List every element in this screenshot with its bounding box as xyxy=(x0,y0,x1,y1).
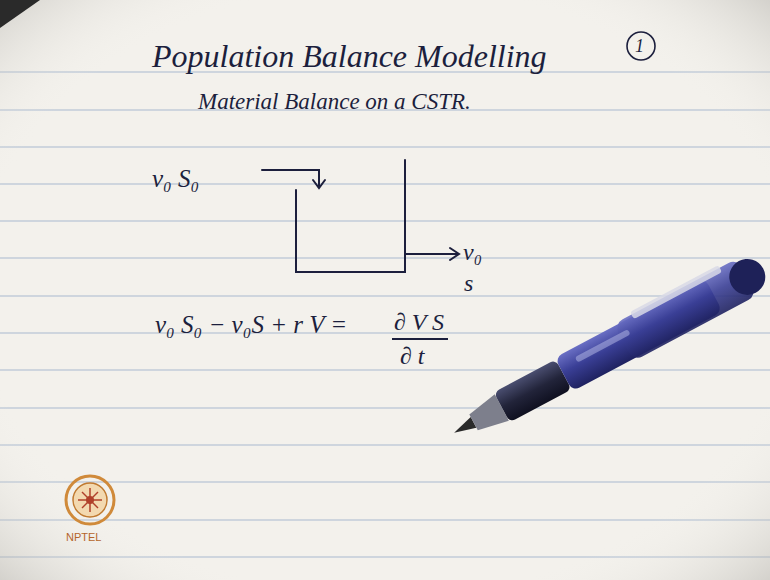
outlet-concentration-label: s xyxy=(464,271,473,295)
fraction-bar xyxy=(392,338,448,340)
page-corner xyxy=(0,0,40,28)
subtitle: Material Balance on a CSTR. xyxy=(198,90,471,113)
outlet-flow-label: v₀ xyxy=(463,240,482,264)
logo-text: NPTEL xyxy=(66,532,101,543)
pen-illustration xyxy=(443,247,770,451)
cstr-tank xyxy=(262,160,459,272)
inlet-label: v₀ S₀ xyxy=(152,166,199,191)
page-number: 1 xyxy=(635,37,644,55)
nptel-logo xyxy=(66,476,114,524)
page-title: Population Balance Modelling xyxy=(152,40,547,72)
balance-equation: v₀ S₀ − v₀S + r V = xyxy=(155,312,347,337)
page-number-circle xyxy=(627,32,655,60)
derivative-numerator: ∂ V S xyxy=(394,310,444,334)
derivative-denominator: ∂ t xyxy=(400,344,425,368)
